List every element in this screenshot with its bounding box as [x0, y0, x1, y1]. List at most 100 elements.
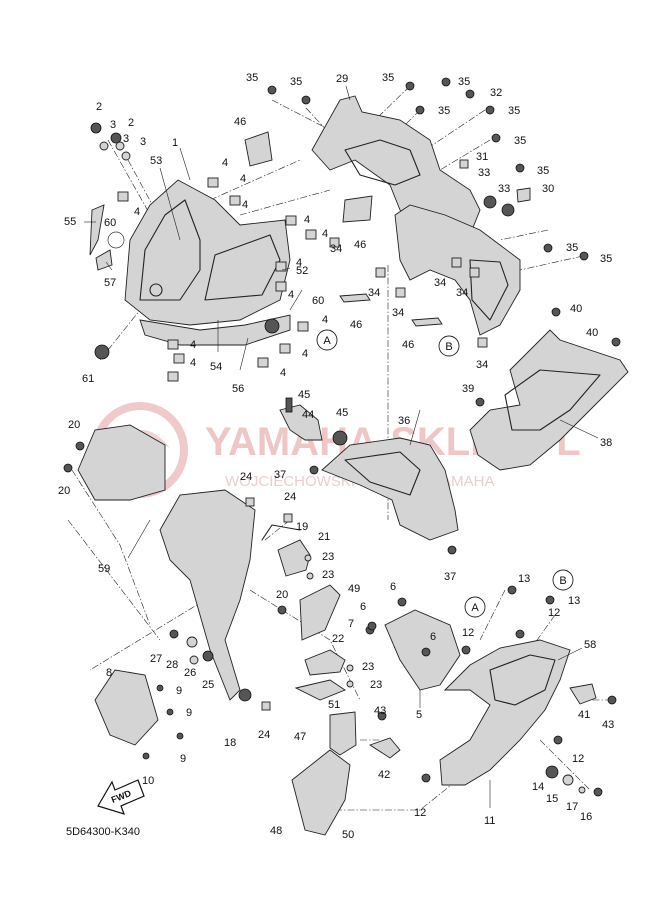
ref-marker-b — [438, 335, 460, 357]
callout-4: 4 — [322, 314, 328, 326]
washer-23-icon — [346, 680, 354, 688]
clip-31-icon — [459, 159, 469, 169]
bolt-16-icon — [593, 787, 603, 797]
callout-59: 59 — [98, 563, 110, 575]
clip-icon — [297, 321, 309, 332]
turn-signal-icon — [149, 283, 163, 297]
screw-12-icon — [515, 629, 525, 639]
screw-35-icon — [543, 243, 553, 253]
callout-9: 9 — [180, 753, 186, 765]
callout-4: 4 — [222, 157, 228, 169]
callout-4: 4 — [296, 257, 302, 269]
callout-42: 42 — [378, 769, 390, 781]
screw-12-icon — [421, 773, 431, 783]
screw-32-icon — [465, 89, 475, 99]
washer-3-icon — [99, 141, 109, 151]
sticker-46-icon — [244, 131, 273, 167]
grommet-14-icon — [545, 765, 559, 779]
clip-34-icon — [395, 287, 406, 298]
callout-3: 3 — [123, 133, 129, 145]
leader-line — [557, 647, 583, 661]
grille-21-icon — [277, 539, 311, 577]
ref-marker-b-lower-label: B — [559, 575, 566, 587]
callout-4: 4 — [304, 214, 310, 226]
grommet-25-icon — [202, 650, 214, 662]
mid-panel-36 — [279, 397, 459, 555]
plate-47-icon — [329, 711, 357, 756]
callout-4: 4 — [280, 367, 286, 379]
inner-brackets — [294, 584, 375, 701]
callout-23: 23 — [362, 661, 374, 673]
clip-34-icon — [375, 267, 386, 278]
callout-8: 8 — [106, 667, 112, 679]
leader-line — [289, 289, 303, 311]
clip-icon — [173, 353, 185, 364]
callout-20: 20 — [68, 419, 80, 431]
assembly-line — [439, 139, 491, 171]
callout-35: 35 — [290, 76, 302, 88]
cover-48-50 — [291, 749, 351, 836]
callout-2: 2 — [96, 101, 102, 113]
clip-icon — [257, 357, 269, 368]
screw-35-icon — [485, 105, 495, 115]
fender-decal-58 — [489, 654, 556, 706]
screws-35 — [267, 77, 589, 261]
callout-45: 45 — [336, 407, 348, 419]
callout-36: 36 — [398, 415, 410, 427]
headlight-opening — [139, 199, 201, 301]
panel-49-icon — [299, 584, 341, 641]
callout-35: 35 — [566, 242, 578, 254]
callout-13: 13 — [518, 573, 530, 585]
callout-47: 47 — [294, 731, 306, 743]
clip-24-icon — [283, 513, 293, 523]
washer-23-icon — [306, 572, 314, 580]
callout-27: 27 — [150, 653, 162, 665]
callout-4: 4 — [242, 199, 248, 211]
diagram-code: 5D64300-K340 — [66, 826, 140, 838]
bracket-30-icon — [516, 187, 531, 203]
callout-39: 39 — [462, 383, 474, 395]
clip-icon — [279, 343, 291, 354]
screw-39-icon — [475, 397, 485, 407]
grommet-45-icon — [332, 430, 348, 446]
bracket-44-icon — [279, 404, 323, 441]
bracket-8-shell — [94, 669, 159, 746]
bracket-41-icon — [569, 683, 597, 705]
callout-46: 46 — [402, 339, 414, 351]
mid-panel-36-opening — [344, 451, 421, 496]
lower-cowl — [367, 585, 617, 797]
ref-marker-b-label: B — [445, 341, 452, 353]
callout-33: 33 — [478, 167, 490, 179]
assembly-line — [209, 159, 301, 201]
screw-12-icon — [553, 735, 563, 745]
callout-29: 29 — [336, 73, 348, 85]
callout-34: 34 — [434, 277, 446, 289]
screw-20-icon — [63, 463, 73, 473]
screw-35-icon — [267, 85, 277, 95]
callout-12: 12 — [414, 807, 426, 819]
assembly-line — [499, 229, 549, 241]
screw-35-icon — [441, 77, 451, 87]
callout-3: 3 — [140, 136, 146, 148]
bolt-43-icon — [607, 695, 617, 705]
callout-25: 25 — [202, 679, 214, 691]
assembly-line — [479, 589, 506, 641]
callout-16: 16 — [580, 811, 592, 823]
callout-35: 35 — [382, 72, 394, 84]
lower-cowl-trim — [139, 314, 291, 346]
hose-19-icon — [261, 524, 301, 541]
damper-42-icon — [368, 737, 401, 759]
screw-37-icon — [447, 545, 457, 555]
reference-markers: A B A B — [316, 329, 574, 618]
side-panel-opening — [204, 234, 281, 301]
screw-13-icon — [507, 585, 517, 595]
callout-41: 41 — [578, 709, 590, 721]
callout-14: 14 — [532, 781, 544, 793]
callout-23: 23 — [322, 551, 334, 563]
clip-icon — [229, 195, 241, 206]
bushing-33-icon — [483, 195, 497, 209]
leader-line — [409, 409, 421, 446]
callout-18: 18 — [224, 737, 236, 749]
callout-54: 54 — [210, 361, 222, 373]
screw-27-icon — [169, 629, 179, 639]
